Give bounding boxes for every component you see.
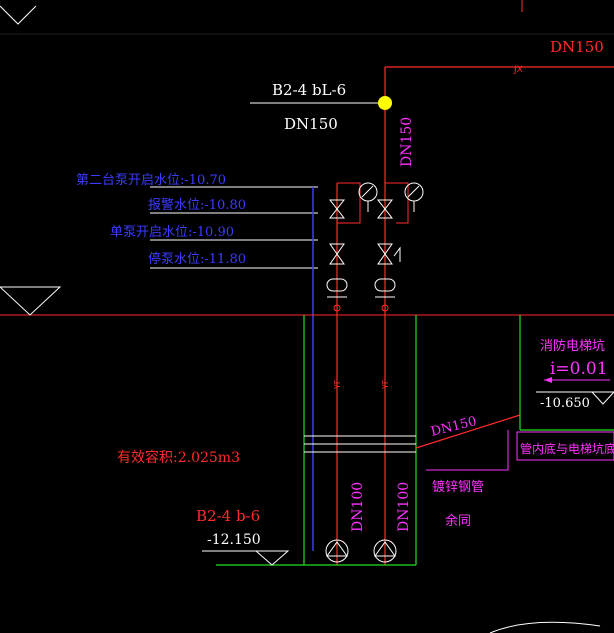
pipe-joint-left xyxy=(333,304,341,312)
top-right-size: DN150 xyxy=(550,38,604,56)
elevation-triangle-pit xyxy=(590,391,614,405)
pump-icon-right xyxy=(373,539,397,563)
level-alarm: 报警水位:-10.80 xyxy=(148,197,246,213)
elevation-triangle-top xyxy=(0,5,37,25)
pump-arrow-left xyxy=(326,541,348,557)
elevator-pit: 消防电梯坑 xyxy=(540,338,605,354)
riser-tag: B2-4 bL-6 xyxy=(272,81,346,99)
galvanized-pipe: 镀锌钢管 xyxy=(432,479,484,495)
pump-left-size: DN100 xyxy=(350,482,366,532)
left-bypass xyxy=(337,182,361,224)
pipe-mark-right: YF xyxy=(381,379,390,390)
flexible-joint-icon-left xyxy=(326,278,348,292)
pit-level: -10.650 xyxy=(540,396,590,411)
level-pump2-start: 第二台泵开启水位:-10.70 xyxy=(76,173,226,188)
pipe-mark-left: YF xyxy=(333,379,342,390)
right-bypass xyxy=(385,182,409,224)
pit-note-box xyxy=(516,431,614,461)
check-valve-icon-left xyxy=(329,243,345,265)
effective-volume: 有效容积:2.025m3 xyxy=(117,449,240,466)
sump-level: -12.150 xyxy=(207,532,261,548)
gauge-needle-left xyxy=(361,185,374,198)
pipe-note-frame xyxy=(426,430,509,471)
level-single-start: 单泵开启水位:-10.90 xyxy=(110,225,234,240)
slope: i=0.01 xyxy=(550,359,608,379)
check-flap-right xyxy=(393,246,401,262)
flexible-joint-icon-right xyxy=(374,278,396,292)
level-stop: 停泵水位:-11.80 xyxy=(148,251,246,267)
riser-size: DN150 xyxy=(284,115,338,133)
pressure-gauge-icon-left xyxy=(358,182,378,202)
gate-valve-icon-right xyxy=(376,199,394,219)
diagonal-drain-pipe xyxy=(415,414,521,449)
pump-arrow-right xyxy=(374,541,396,557)
bottom-arc xyxy=(489,621,601,633)
gauge-needle-right xyxy=(407,185,420,198)
elevation-triangle-left xyxy=(0,286,62,316)
slope-arrowhead xyxy=(544,377,552,383)
spare: 余同 xyxy=(445,513,471,529)
top-right-mark: JX xyxy=(513,65,523,75)
riser-node xyxy=(378,96,392,110)
sump-tag: B2-4 b-6 xyxy=(196,507,260,525)
pit-note: 管内底与电梯坑底平 xyxy=(520,441,614,456)
gate-valve-icon-left xyxy=(328,199,346,219)
check-valve-icon-right xyxy=(377,243,393,265)
pump-right-size: DN100 xyxy=(396,482,412,532)
pipe-joint-right xyxy=(381,304,389,312)
vertical-size: DN150 xyxy=(399,117,415,167)
pump-icon-left xyxy=(325,539,349,563)
elevation-triangle-sump xyxy=(254,550,290,566)
